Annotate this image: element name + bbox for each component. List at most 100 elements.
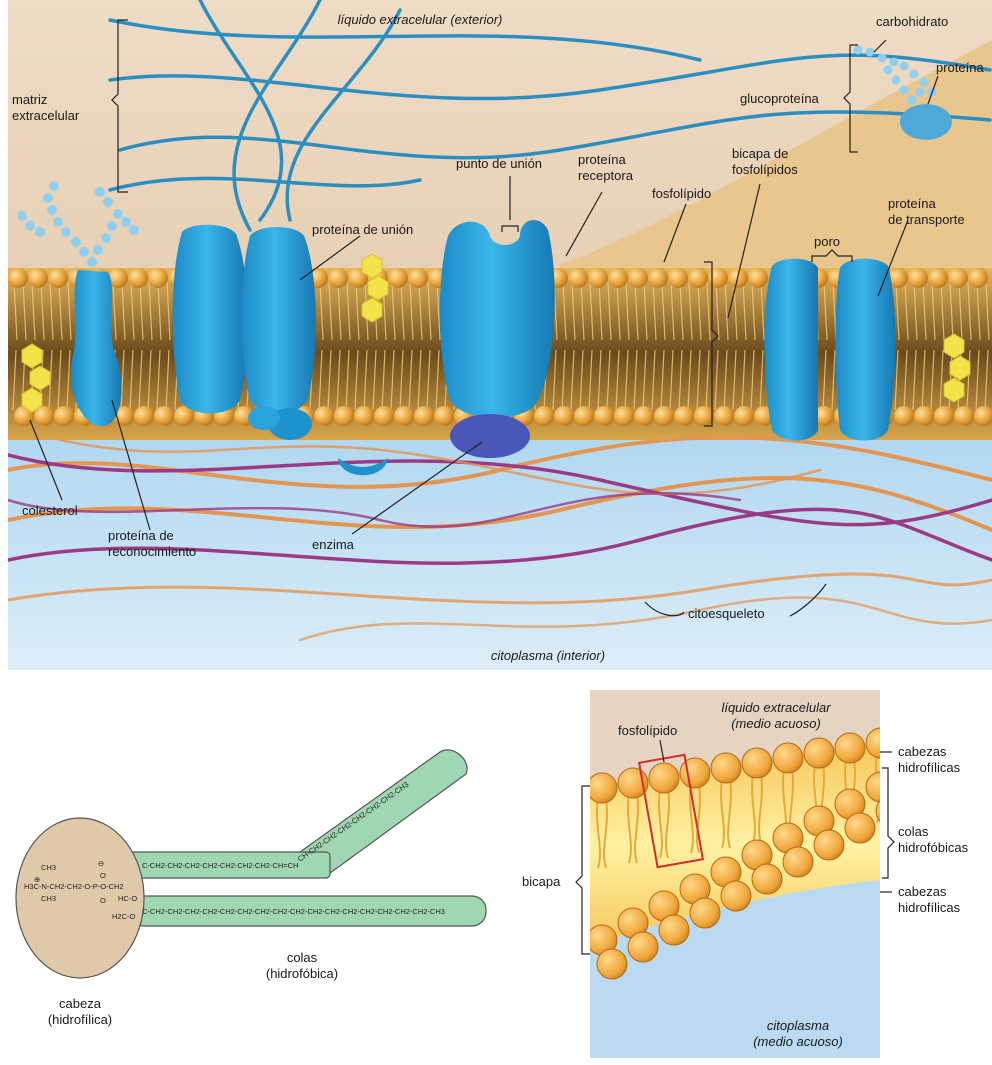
phospholipid-head — [934, 406, 954, 426]
phospholipid-head — [634, 406, 654, 426]
phospholipid-head — [628, 268, 648, 288]
bilayer-head — [845, 813, 875, 843]
bilayer-head — [773, 743, 803, 773]
label-head: cabeza(hidrofílica) — [48, 996, 112, 1027]
phospholipid-head — [674, 406, 694, 426]
bilayer-tail — [883, 753, 886, 823]
svg-text:⊖: ⊖ — [98, 859, 104, 868]
bilayer-diagram: líquido extracelular(medio acuoso) citop… — [522, 690, 969, 1058]
label-junction-point: punto de unión — [456, 156, 542, 171]
phospholipid-head — [408, 268, 428, 288]
phospholipid-head — [48, 268, 68, 288]
label-enzyme: enzima — [312, 537, 355, 552]
bilayer-head — [752, 864, 782, 894]
bilayer-head — [649, 763, 679, 793]
enzyme — [450, 414, 530, 458]
phospholipid-head — [314, 406, 334, 426]
phospholipid-head — [328, 268, 348, 288]
phospholipid-head — [708, 268, 728, 288]
bilayer-head — [597, 949, 627, 979]
label-heads-bottom: cabezashidrofílicas — [898, 884, 961, 915]
svg-text:O: O — [100, 871, 106, 880]
bilayer-head — [628, 932, 658, 962]
bilayer-head — [866, 772, 896, 802]
label-interior: citoplasma (interior) — [491, 648, 605, 663]
phospholipid-head — [28, 268, 48, 288]
phospholipid-head — [54, 406, 74, 426]
label-phospholipid: fosfolípido — [652, 186, 711, 201]
svg-text:CH3: CH3 — [41, 863, 56, 872]
bilayer-head — [659, 915, 689, 945]
phospholipid-head — [134, 406, 154, 426]
label-bilayer-phospholipid: fosfolípido — [618, 723, 677, 738]
upper-tail-formula: C-CH2-CH2-CH2-CH2-CH2-CH2-CH2-CH=CH — [142, 861, 298, 870]
phospholipid-head — [148, 268, 168, 288]
phospholipid-head — [668, 268, 688, 288]
bilayer-head — [876, 796, 906, 826]
phospholipid-head — [8, 268, 28, 288]
phospholipid-head — [534, 406, 554, 426]
label-junction-protein: proteína de unión — [312, 222, 413, 237]
membrane-illustration: líquido extracelular (exterior) matrizex… — [8, 0, 992, 670]
label-top-medium: líquido extracelular(medio acuoso) — [721, 700, 831, 731]
phospholipid-head — [568, 268, 588, 288]
bilayer-head — [721, 881, 751, 911]
phospholipid-head — [954, 406, 974, 426]
lower-tail-formula: C-CH2-CH2-CH2-CH2-CH2-CH2-CH2-CH2-CH2-CH… — [142, 907, 445, 916]
phospholipid-head — [748, 268, 768, 288]
label-receptor-protein: proteínareceptora — [578, 152, 634, 183]
bilayer-head — [690, 898, 720, 928]
receptor-protein — [440, 220, 555, 418]
phospholipid-head — [374, 406, 394, 426]
bilayer-head — [783, 847, 813, 877]
phospholipid-head — [128, 268, 148, 288]
phospholipid-head — [574, 406, 594, 426]
phospholipid-head — [894, 406, 914, 426]
phospholipid-head — [714, 406, 734, 426]
bilayer-head — [742, 748, 772, 778]
label-pore: poro — [814, 234, 840, 249]
phospholipid-head — [948, 268, 968, 288]
label-protein: proteína — [936, 60, 984, 75]
phospholipid-head — [968, 268, 988, 288]
phospholipid-head — [414, 406, 434, 426]
phospholipid-head — [694, 406, 714, 426]
phospholipid-head — [734, 406, 754, 426]
phospholipid-head — [608, 268, 628, 288]
bilayer-head — [680, 758, 710, 788]
phospholipid-head — [434, 406, 454, 426]
svg-text:H2C-O: H2C-O — [112, 912, 136, 921]
phospholipid-molecule: CH3 ⊕ H3C-N-CH2-CH2-O-P-O-CH2 CH3 ⊖ O O … — [16, 750, 486, 1027]
bilayer-head — [835, 733, 865, 763]
phospholipid-head — [154, 406, 174, 426]
svg-text:CH3: CH3 — [41, 894, 56, 903]
phospholipid-head — [908, 268, 928, 288]
bilayer-head — [711, 753, 741, 783]
phospholipid-head — [654, 406, 674, 426]
phospholipid-head — [334, 406, 354, 426]
phospholipid-head — [354, 406, 374, 426]
label-tails: colas(hidrofóbica) — [266, 950, 338, 981]
phospholipid-head — [594, 406, 614, 426]
phospholipid-head — [614, 406, 634, 426]
label-cytoskeleton: citoesqueleto — [688, 606, 765, 621]
phospholipid-head — [394, 406, 414, 426]
label-bilayer: bicapa defosfolípidos — [732, 146, 798, 177]
svg-text:H3C-N-CH2-CH2-O-P-O-CH2: H3C-N-CH2-CH2-O-P-O-CH2 — [24, 882, 124, 891]
bilayer-head — [866, 728, 896, 758]
svg-text:O: O — [100, 896, 106, 905]
label-glycoprotein: glucoproteína — [740, 91, 820, 106]
phospholipid-head — [554, 406, 574, 426]
label-exterior: líquido extracelular (exterior) — [338, 12, 503, 27]
label-carbohydrate: carbohidrato — [876, 14, 948, 29]
bilayer-head — [587, 773, 617, 803]
phospholipid-head — [914, 406, 934, 426]
phospholipid-head — [648, 268, 668, 288]
label-cholesterol: colesterol — [22, 503, 78, 518]
phospholipid-head — [588, 268, 608, 288]
bilayer-head — [804, 738, 834, 768]
phospholipid-head — [688, 268, 708, 288]
